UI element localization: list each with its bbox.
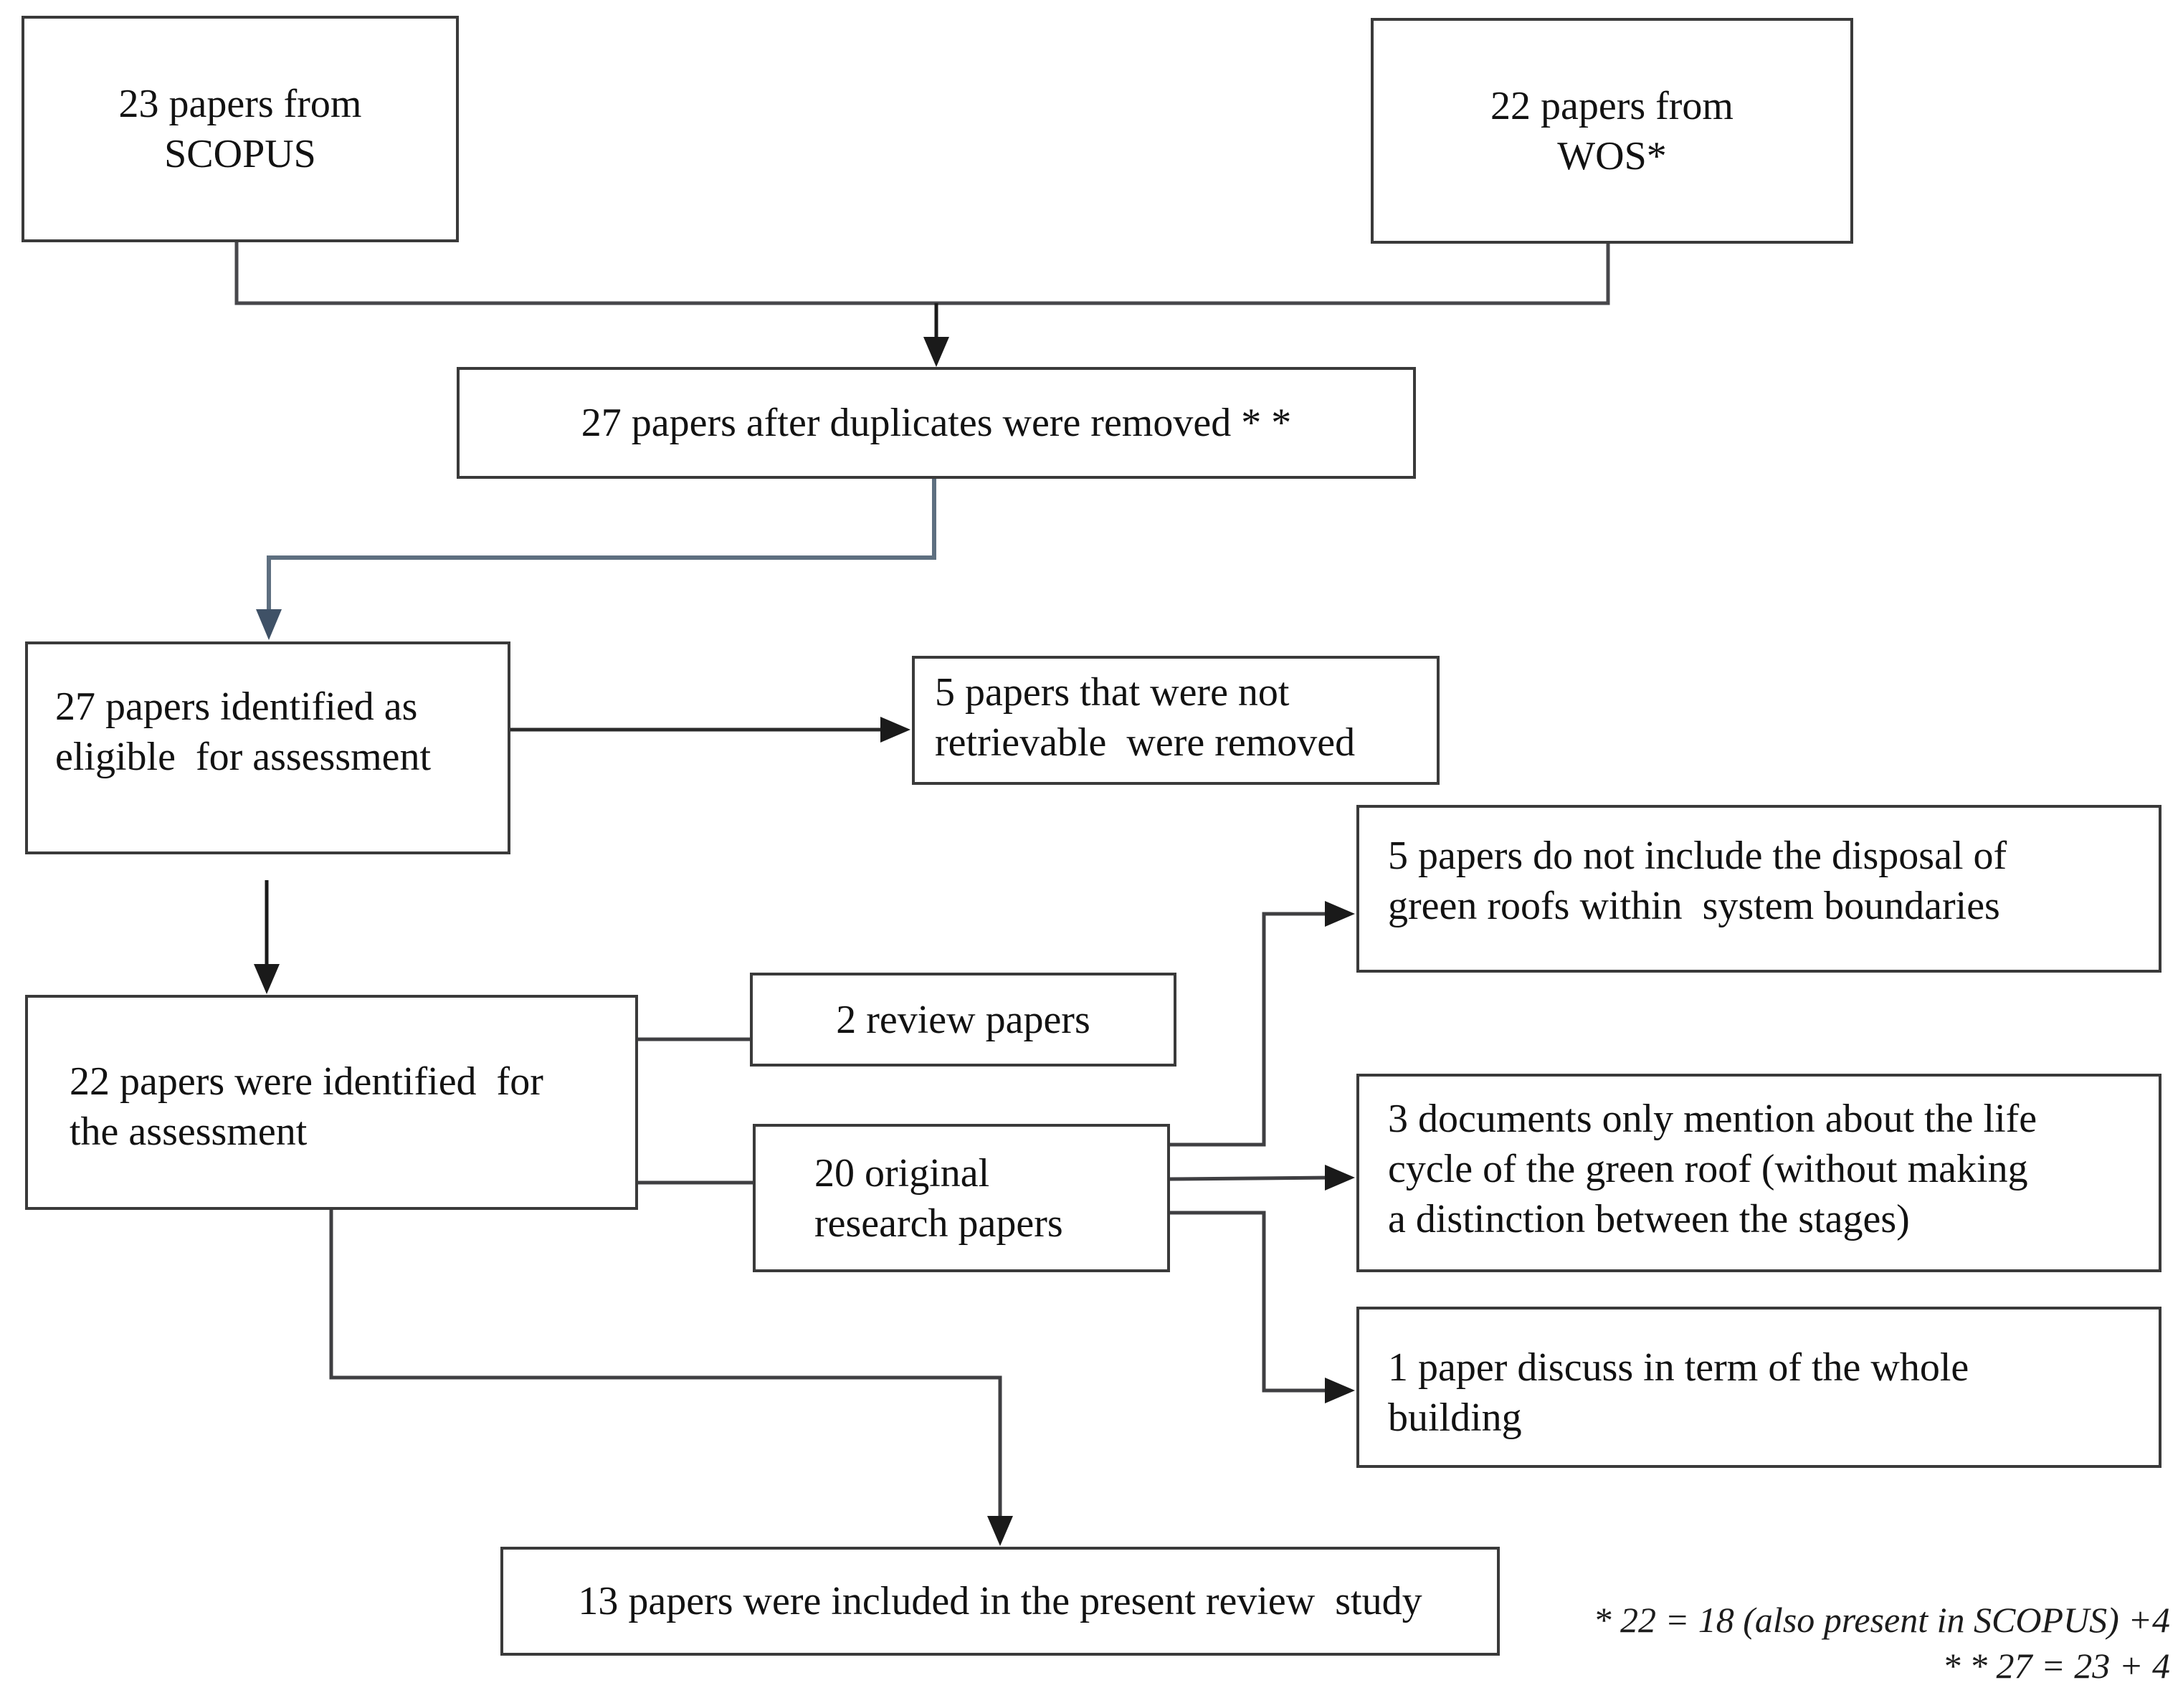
node-lifecycle-mention-only: 3 documents only mention about the life …: [1356, 1074, 2161, 1272]
arrowhead-lifecycle-icon: [1325, 1165, 1355, 1191]
connector-original-to-whole-building: [1170, 1211, 1332, 1393]
node-eligible-for-assessment: 27 papers identified as eligible for ass…: [25, 641, 510, 854]
node-text-line: eligible for assessment: [55, 735, 432, 779]
node-text-line: 23 papers from: [118, 82, 362, 126]
node-original-research-papers: 20 original research papers: [753, 1124, 1170, 1272]
arrowhead-duplicates-icon: [923, 337, 949, 367]
node-text-line: 3 documents only mention about the life: [1388, 1097, 2037, 1141]
node-text-line: 27 papers identified as: [55, 684, 418, 729]
connector-original-to-disposal: [1170, 912, 1332, 1147]
node-text-line: 5 papers do not include the disposal of: [1388, 834, 2007, 878]
node-text-line: building: [1388, 1395, 1522, 1440]
node-identified-for-assessment: 22 papers were identified for the assess…: [25, 995, 638, 1210]
node-included-in-review: 13 papers were included in the present r…: [500, 1547, 1500, 1656]
node-wos-papers: 22 papers from WOS*: [1371, 18, 1853, 244]
node-not-retrievable-removed: 5 papers that were not retrievable were …: [912, 656, 1440, 785]
arrowhead-included-icon: [987, 1516, 1013, 1546]
connector-identified-to-included: [329, 1210, 1002, 1524]
node-text-line: 22 papers were identified for: [70, 1059, 543, 1104]
node-text-line: 20 original: [814, 1151, 990, 1196]
connector-scopus-wos-merge: [234, 242, 1610, 305]
node-text-line: WOS*: [1557, 133, 1667, 178]
connector-duplicates-to-eligible: [267, 479, 936, 618]
node-text-line: retrievable were removed: [935, 720, 1356, 765]
node-text-line: the assessment: [70, 1110, 308, 1154]
arrowhead-eligible-icon: [256, 609, 282, 640]
node-scopus-papers: 23 papers from SCOPUS: [22, 16, 459, 242]
arrowhead-whole-building-icon: [1325, 1378, 1355, 1403]
node-text-line: green roofs within system boundaries: [1388, 884, 2000, 928]
node-review-papers: 2 review papers: [750, 973, 1176, 1067]
node-text-line: 13 papers were included in the present r…: [578, 1579, 1422, 1623]
node-text-line: research papers: [814, 1201, 1063, 1246]
node-text-line: 27 papers after duplicates were removed …: [581, 401, 1292, 445]
node-duplicates-removed: 27 papers after duplicates were removed …: [457, 367, 1416, 479]
arrowhead-not-retrievable-icon: [880, 717, 910, 743]
node-text-line: SCOPUS: [164, 132, 316, 176]
node-text-line: 5 papers that were not: [935, 670, 1290, 715]
footnotes: * 22 = 18 (also present in SCOPUS) +4 * …: [1594, 1597, 2170, 1689]
node-text-line: 1 paper discuss in term of the whole: [1388, 1345, 1969, 1390]
arrowhead-identified-icon: [254, 964, 280, 994]
arrow-original-to-lifecycle: [1169, 1175, 1333, 1181]
node-text-line: cycle of the green roof (without making: [1388, 1147, 2028, 1191]
footnote-wos: * 22 = 18 (also present in SCOPUS) +4: [1593, 1600, 2170, 1640]
footnote-duplicates: * * 27 = 23 + 4: [1942, 1646, 2170, 1686]
node-text-line: a distinction between the stages): [1388, 1197, 1910, 1241]
node-text-line: 22 papers from: [1490, 83, 1733, 128]
node-no-disposal-stage: 5 papers do not include the disposal of …: [1356, 805, 2161, 973]
node-whole-building: 1 paper discuss in term of the whole bui…: [1356, 1307, 2161, 1468]
arrowhead-disposal-icon: [1325, 901, 1355, 927]
node-text-line: 2 review papers: [836, 997, 1090, 1042]
